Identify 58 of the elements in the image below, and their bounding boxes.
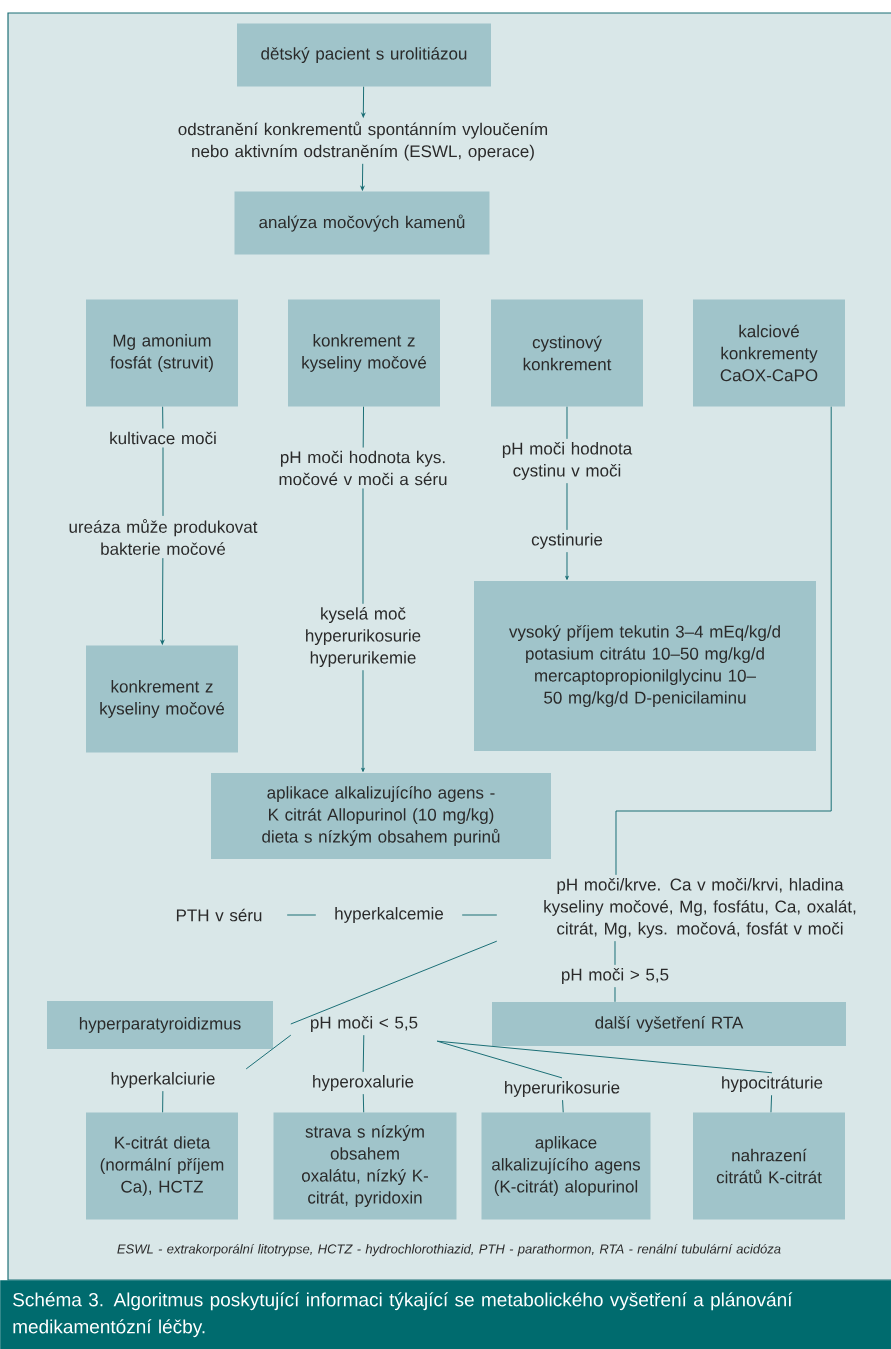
- arrow: [160, 557, 165, 645]
- arrow: [361, 669, 365, 772]
- arrow: [361, 86, 366, 118]
- connector-line: [162, 447, 164, 517]
- step-text: pH moči < 5,5: [311, 1016, 418, 1032]
- connector-line: [362, 406, 365, 449]
- step-text: pH moči hodnota kys. močové v moči a séru: [279, 450, 447, 486]
- step-text: pH moči/krve. Ca v moči/krvi, hladina kyseliny močové, Mg, fosfátu, Ca, oxalát, citrát, Mg, kys. močová, fosfát v moči: [544, 878, 856, 938]
- arrow: [360, 163, 365, 191]
- process-box: vysoký příjem tekutin 3–4 mEq/kg/d potasium citrátu 10–50 mg/kg/d mercaptopropionilglycinu 10–50 mg/kg/d D-penicilaminu: [474, 581, 816, 751]
- connector-line: [436, 1040, 773, 1074]
- connector-line: [286, 914, 317, 916]
- connector-line: [290, 940, 498, 1025]
- step-text: odstranění konkrementů spontánním vyloučením nebo aktivním odstraněním (ESWL, operace): [178, 121, 548, 161]
- connector-line: [245, 1034, 292, 1070]
- process-box: další vyšetření RTA: [492, 1002, 846, 1046]
- step-text: pH moči hodnota cystinu v moči: [502, 442, 633, 480]
- step-text: PTH v séru: [176, 908, 262, 922]
- process-box: K-citrát dieta (normální příjem Ca), HCTZ: [86, 1112, 238, 1220]
- connector-line: [614, 986, 616, 1003]
- step-text: ureáza může produkovat bakterie močové: [69, 519, 258, 555]
- connector-line: [461, 914, 498, 916]
- footnote: ESWL - extrakorporální litotrypse, HCTZ - hydrochlorothiazid, PTH - parathormon, RTA - renální tubulární acidóza: [117, 1243, 781, 1257]
- process-box: dětský pacient s urolitiázou: [237, 23, 491, 87]
- connector-line: [566, 406, 568, 440]
- connector-line: [362, 1034, 365, 1073]
- connector-line: [562, 1099, 564, 1113]
- step-text: kyselá moč hyperurikosurie hyperurikemie: [306, 607, 421, 668]
- process-box: aplikace alkalizujícího agens (K-citrát) alopurinol: [481, 1112, 651, 1220]
- step-text: pH moči > 5,5: [562, 968, 669, 984]
- connector-line: [566, 482, 568, 531]
- process-box: strava s nízkým obsahem oxalátu, nízký K-citrát, pyridoxin: [273, 1112, 457, 1220]
- step-text: cystinurie: [531, 533, 603, 549]
- step-text: hyperkalcemie: [335, 907, 444, 923]
- connector-line: [614, 940, 616, 966]
- process-box: aplikace alkalizujícího agens - K citrát Allopurinol (10 mg/kg) dieta s nízkým obsahem purinů: [211, 773, 551, 859]
- process-box: konkrement z kyseliny močové: [86, 645, 238, 753]
- step-text: hyperurikosurie: [505, 1081, 620, 1097]
- process-box: hyperparatyroidizmus: [47, 1001, 273, 1049]
- arrow: [565, 551, 569, 580]
- connector-line: [362, 488, 364, 605]
- step-text: hypocitráturie: [722, 1076, 823, 1093]
- connector-line: [162, 406, 164, 430]
- connector-line: [162, 1090, 164, 1113]
- caption: Schéma 3. Algoritmus poskytující informaci týkající se metabolického vyšetření a plánování medikamentózní léčby.: [0, 1280, 891, 1349]
- process-box: Mg amonium fosfát (struvit): [86, 299, 238, 407]
- connector-line: [362, 1093, 365, 1113]
- step-text: hyperkalciurie: [111, 1072, 215, 1088]
- process-box: konkrement z kyseliny močové: [288, 299, 440, 407]
- process-box: cystinový konkrement: [491, 299, 643, 407]
- connector-line: [436, 1040, 563, 1079]
- connector-line: [770, 1094, 773, 1113]
- step-text: hyperoxalurie: [313, 1075, 414, 1091]
- process-box: nahrazení citrátů K-citrát: [693, 1112, 845, 1220]
- connector-line: [615, 406, 832, 876]
- process-box: analýza močových kamenů: [234, 191, 490, 255]
- process-box: kalciové konkrementy CaOX-CaPO: [693, 299, 845, 407]
- step-text: kultivace moči: [110, 431, 216, 445]
